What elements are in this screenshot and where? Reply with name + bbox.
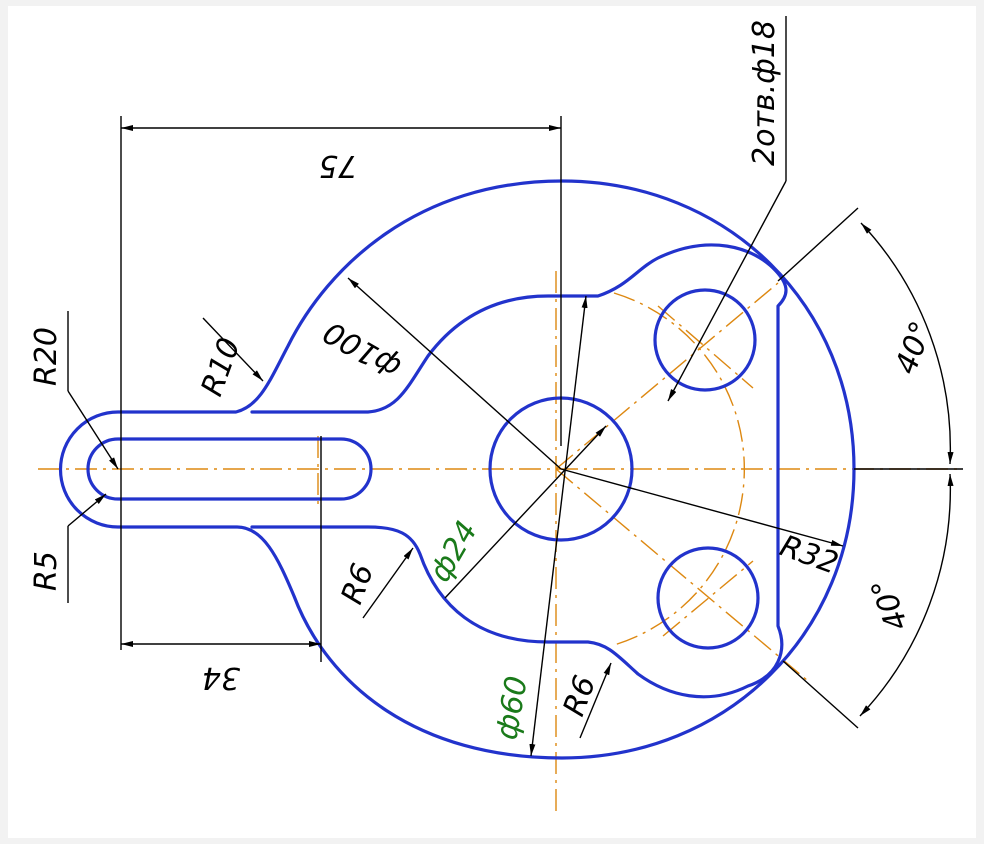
- label-phi100: ф100: [318, 314, 407, 386]
- leader-r5-arrow: [67, 493, 107, 527]
- leader-phi100: [347, 277, 562, 470]
- label-r32: R32: [775, 529, 842, 582]
- leader-r20-arrow: [67, 390, 119, 470]
- label-dim-34: 34: [202, 660, 240, 695]
- label-r6-bottom: R6: [557, 671, 604, 720]
- drawing-sheet: 75 34 2отв.ф18 R20 R5 R10 ф100 ф24 ф60 R…: [8, 6, 976, 838]
- leader-r10: [202, 317, 264, 382]
- technical-drawing: 75 34 2отв.ф18 R20 R5 R10 ф100 ф24 ф60 R…: [29, 16, 963, 814]
- upper-hole: [653, 288, 757, 392]
- leader-phi24: [444, 425, 607, 599]
- angle-ext-bottom: [782, 660, 859, 729]
- leader-r32: [560, 468, 844, 547]
- lower-hole-cross: [662, 560, 754, 637]
- label-angle-top: 40°: [889, 317, 940, 379]
- leader-r6-left: [362, 547, 414, 619]
- inner-contour: [86, 437, 373, 501]
- bolt-circle-arc: [613, 292, 746, 646]
- angle-arc-bottom: [859, 473, 954, 717]
- lower-hole-axis: [555, 468, 809, 682]
- outer-contour: [58, 179, 856, 760]
- upper-hole-axis: [555, 282, 779, 470]
- upper-hole-cross: [657, 305, 754, 389]
- label-angle-bottom: 40°: [864, 573, 915, 635]
- label-r10: R10: [195, 333, 248, 400]
- label-phi24: ф24: [423, 515, 485, 588]
- label-r5: R5: [29, 551, 64, 591]
- angle-arc-top: [860, 222, 954, 465]
- leader-holes: [667, 180, 787, 402]
- angle-ext-top: [777, 207, 859, 282]
- dimension-lines: [67, 16, 963, 757]
- lower-hole: [656, 546, 760, 650]
- leader-phi60: [529, 295, 588, 757]
- label-r20: R20: [29, 327, 64, 386]
- leader-r6-bottom: [579, 662, 612, 739]
- label-phi60: ф60: [489, 673, 535, 742]
- pocket-contour: [250, 243, 788, 699]
- label-holes-note: 2отв.ф18: [747, 20, 782, 166]
- label-dim-75: 75: [319, 148, 357, 183]
